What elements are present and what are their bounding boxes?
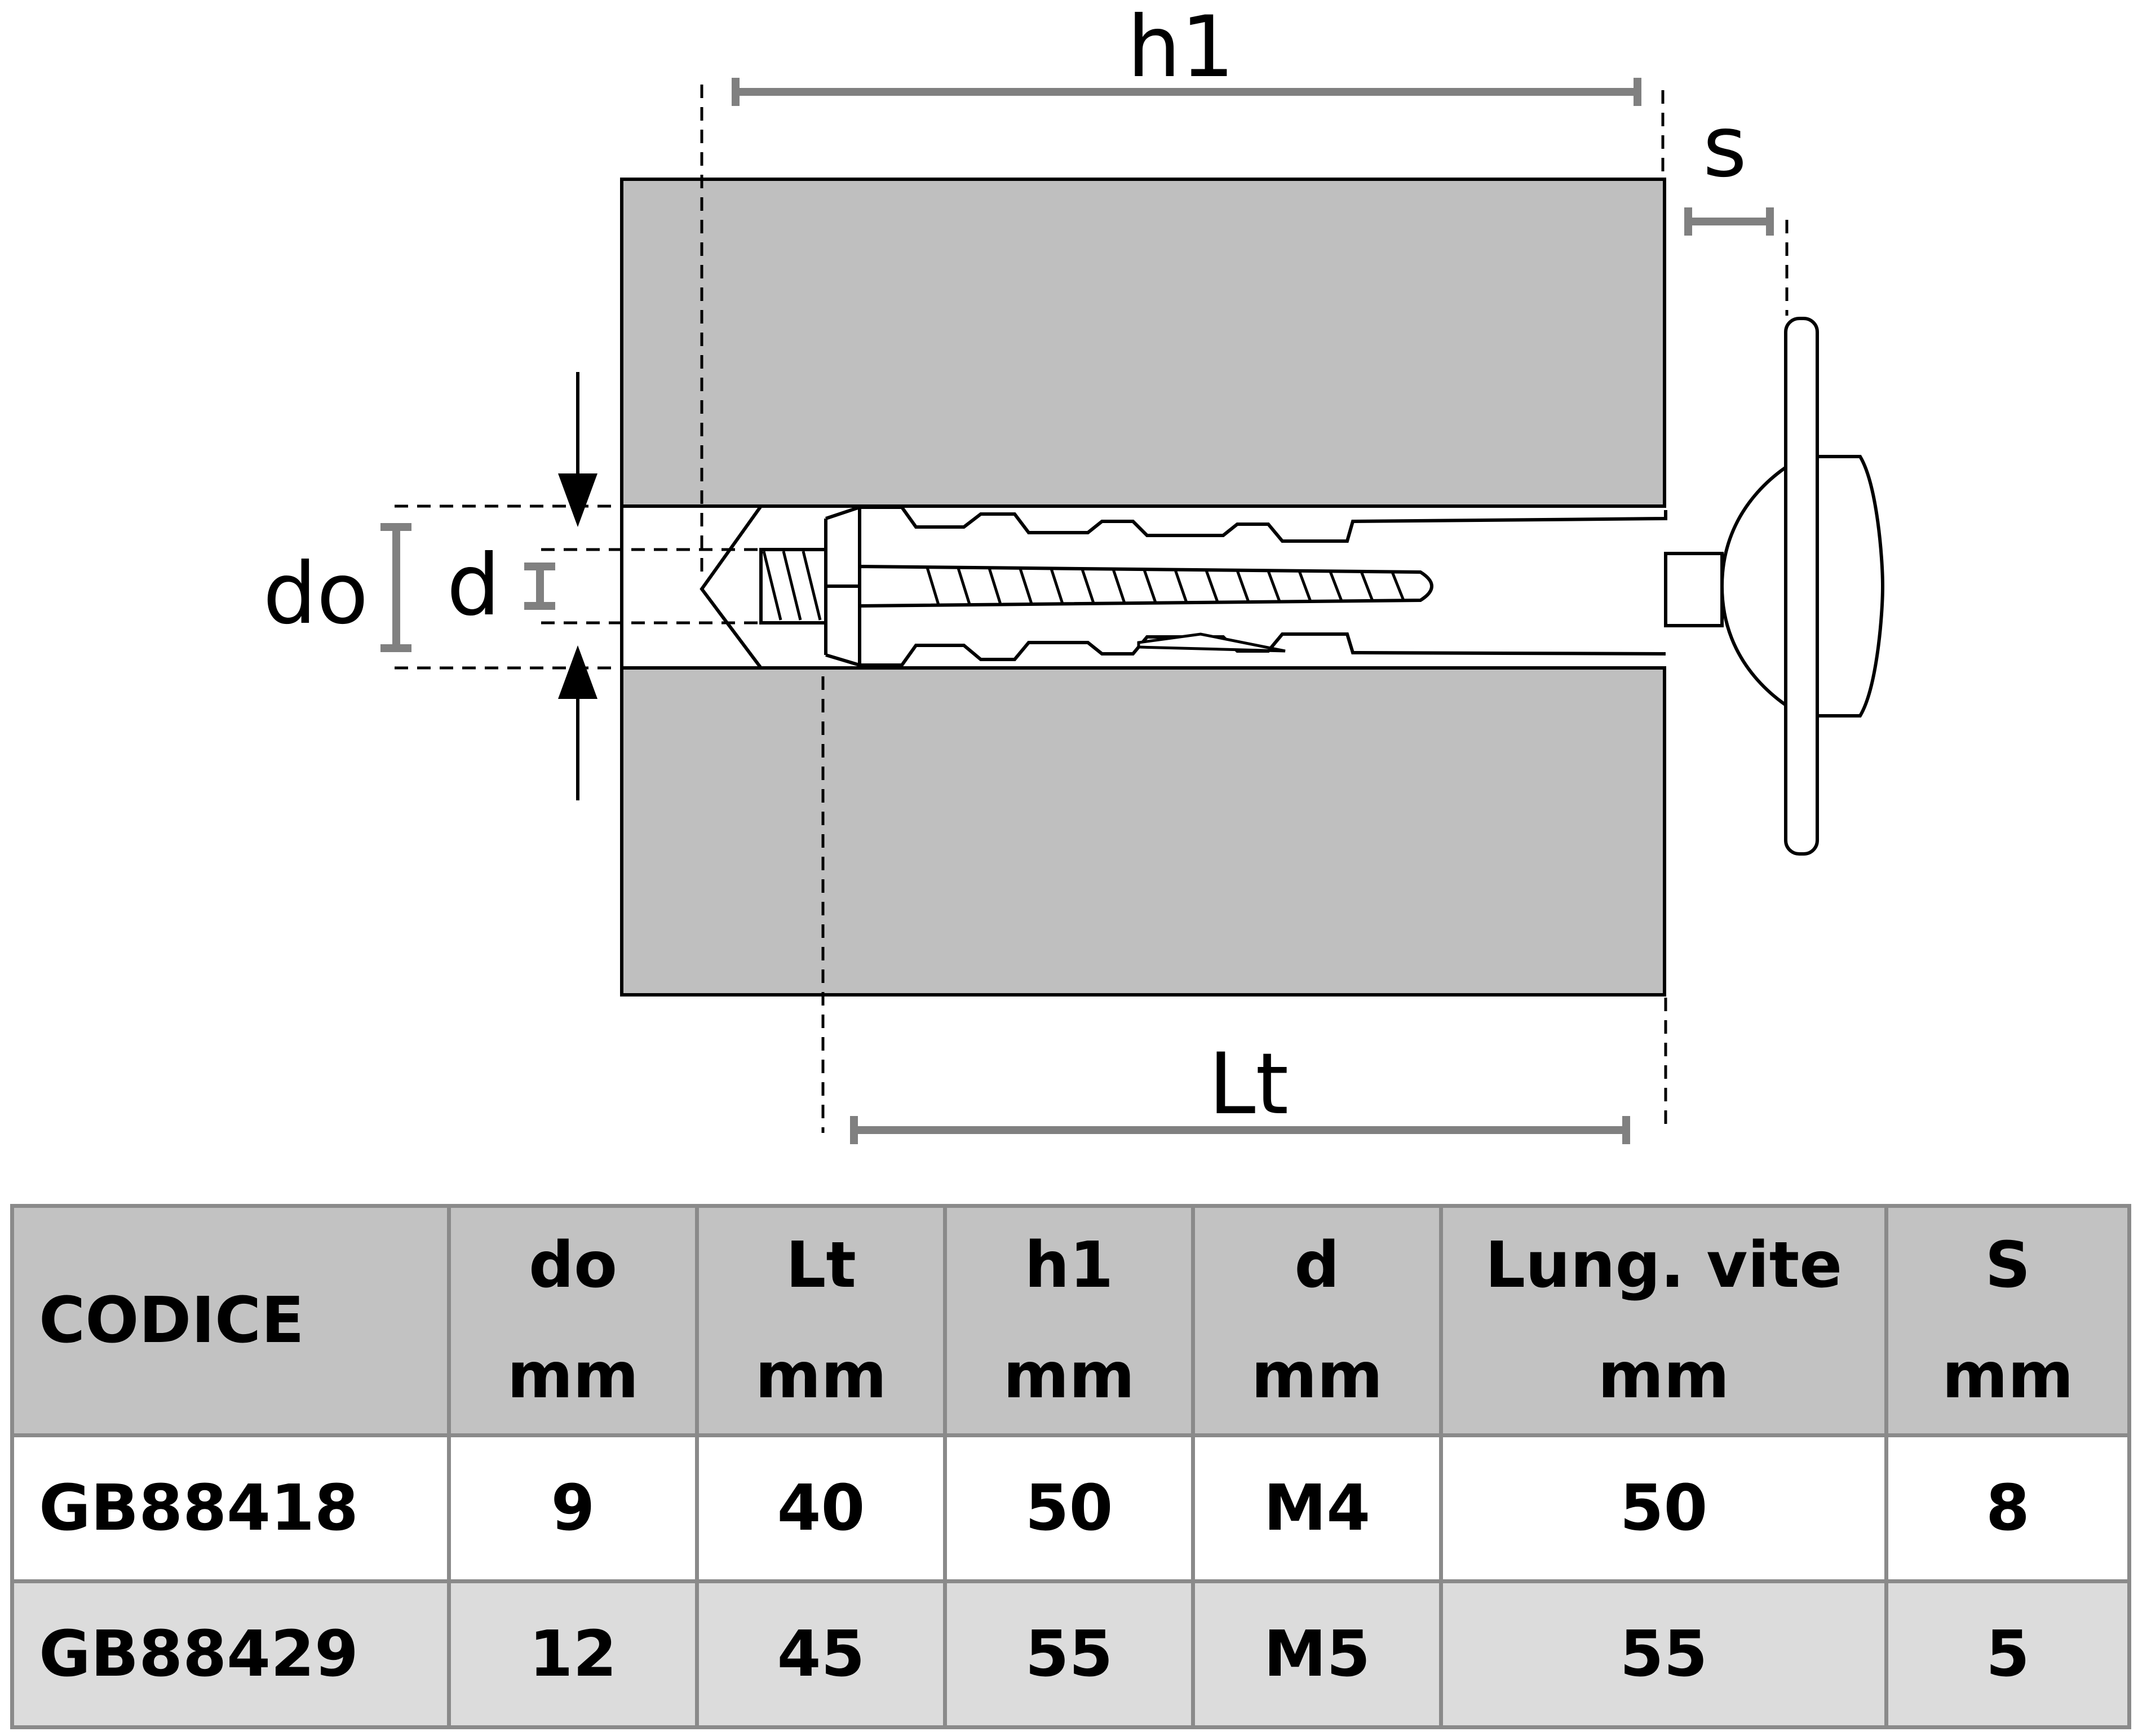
header-d: d mm xyxy=(1191,1204,1443,1437)
label-d: d xyxy=(446,537,500,635)
header-h1: h1 mm xyxy=(943,1204,1195,1437)
cell-lt: 45 xyxy=(695,1579,947,1729)
label-do: do xyxy=(263,545,369,643)
cell-codice: GB88418 xyxy=(10,1433,451,1583)
header-do: do mm xyxy=(447,1204,699,1437)
screw-neck xyxy=(1664,552,1724,627)
header-s: S mm xyxy=(1884,1204,2131,1437)
wall-upper xyxy=(620,178,1666,508)
diameter-arrows xyxy=(558,372,597,800)
header-lung-vite: Lung. vite mm xyxy=(1439,1204,1888,1437)
dimension-bar-d xyxy=(524,563,555,610)
screw-thread-lines xyxy=(926,567,1405,605)
wall-lower xyxy=(620,666,1666,997)
dimension-bar-s xyxy=(1684,207,1774,236)
cell-d: M5 xyxy=(1191,1579,1443,1729)
cell-h1: 55 xyxy=(943,1579,1195,1729)
label-s: s xyxy=(1703,98,1747,196)
nut-thread-lines xyxy=(762,551,822,621)
label-lt: Lt xyxy=(1209,1035,1289,1133)
cell-s: 8 xyxy=(1884,1433,2131,1583)
anchor-diagram: h1 s do d Lt xyxy=(263,0,1885,1144)
cell-lt: 40 xyxy=(695,1433,947,1583)
screw-shaft xyxy=(858,564,1433,608)
cell-codice: GB88429 xyxy=(10,1579,451,1729)
cell-lung-vite: 55 xyxy=(1439,1579,1888,1729)
cell-h1: 50 xyxy=(943,1433,1195,1583)
cell-lung-vite: 50 xyxy=(1439,1433,1888,1583)
table-row: GB88418 9 40 50 M4 50 8 xyxy=(10,1433,2131,1583)
cell-do: 12 xyxy=(447,1579,699,1729)
table-row: GB88429 12 45 55 M5 55 5 xyxy=(10,1579,2131,1729)
table-header-row: CODICE do mm Lt mm h1 mm d mm Lung. vite… xyxy=(10,1204,2131,1437)
anchor-body-upper xyxy=(825,506,1667,543)
anchor-body-lower xyxy=(825,632,1666,667)
spec-table: CODICE do mm Lt mm h1 mm d mm Lung. vite… xyxy=(10,1204,2131,1729)
label-h1: h1 xyxy=(1127,0,1235,96)
anchor-tab xyxy=(1137,632,1286,653)
fixture-plate xyxy=(1784,317,1819,856)
header-lt: Lt mm xyxy=(695,1204,947,1437)
cell-s: 5 xyxy=(1884,1579,2131,1729)
dimension-bar-lt xyxy=(850,1116,1630,1144)
header-codice: CODICE xyxy=(10,1204,451,1437)
dimension-bar-do xyxy=(380,523,411,652)
cell-do: 9 xyxy=(447,1433,699,1583)
cell-d: M4 xyxy=(1191,1433,1443,1583)
dimension-bar-h1 xyxy=(732,78,1641,106)
